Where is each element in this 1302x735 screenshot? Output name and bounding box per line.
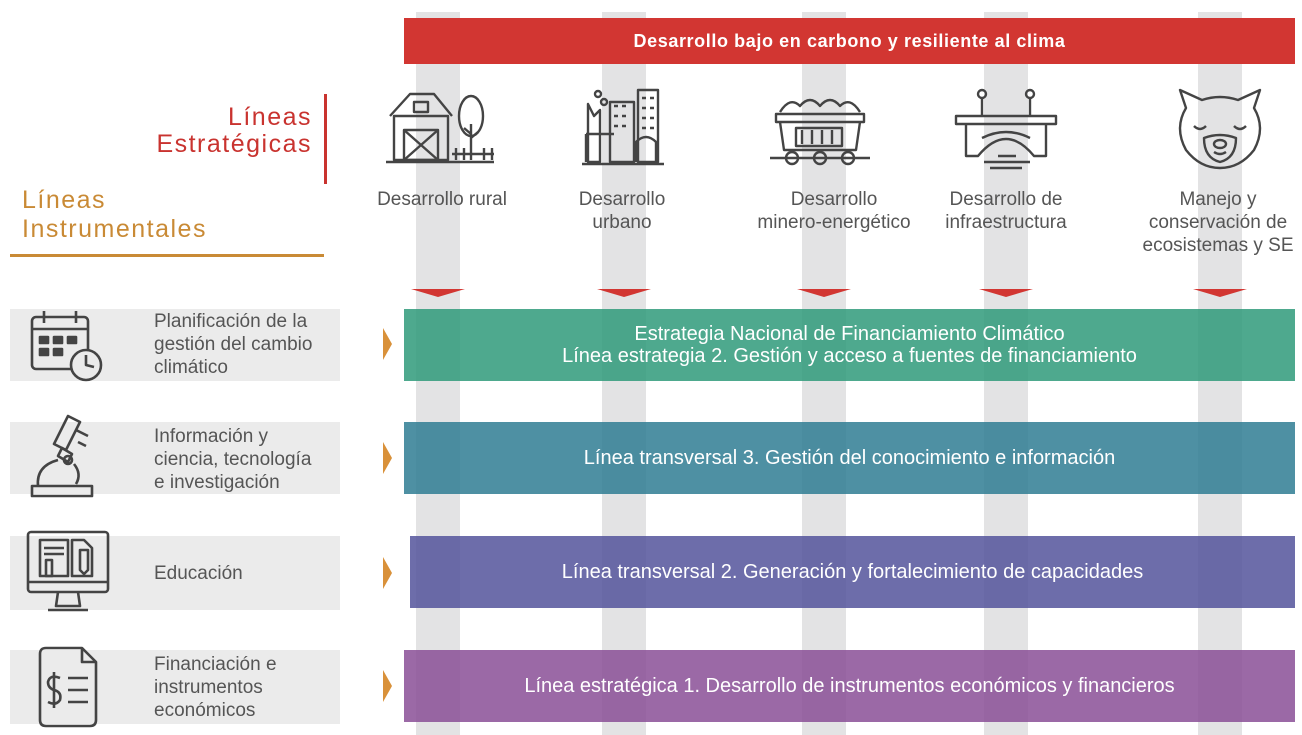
row-label-financiacion-line3: económicos [154,700,256,721]
column-arrow-urbano [597,289,651,297]
row-label-educacion: Educación [154,562,354,585]
calendar-clock-icon [20,305,116,385]
microscope-icon [20,412,116,504]
band-financiamiento-line2: Línea estrategia 2. Gestión y acceso a f… [562,345,1137,367]
bridge-icon [950,86,1062,170]
column-label-infraestructura: Desarrollo de infraestructura [926,188,1086,234]
column-arrow-ecosistemas [1193,289,1247,297]
column-label-rural-line1: Desarrollo rural [377,189,507,210]
band-instrumentos: Línea estratégica 1. Desarrollo de instr… [404,650,1295,722]
row-chevron-informacion [383,442,392,474]
column-label-rural: Desarrollo rural [362,188,522,211]
header-estrategicas-line2: Estratégicas [156,130,312,158]
column-label-infraestructura-line2: infraestructura [945,212,1067,233]
city-buildings-icon [568,86,680,170]
invoice-dollar-icon [20,644,116,730]
header-instrumentales-line2: Instrumentales [22,215,207,243]
header-lineas-estrategicas: Líneas Estratégicas [156,104,312,158]
column-label-minero-line1: Desarrollo [790,189,878,210]
row-label-planificacion-line3: climático [154,357,228,378]
row-label-informacion-line1: Información y [154,426,269,447]
band-financiamiento: Estrategia Nacional de Financiamiento Cl… [404,309,1295,381]
estrategicas-divider [324,94,327,184]
row-label-financiacion: Financiación e instrumentos económicos [154,653,354,722]
row-label-planificacion-line1: Planificación de la [154,311,308,332]
row-chevron-financiacion [383,670,392,702]
column-arrow-rural [411,289,465,297]
band-capacidades: Línea transversal 2. Generación y fortal… [410,536,1295,608]
row-chevron-planificacion [383,328,392,360]
instrumentales-underline [10,254,324,257]
row-bg-financiacion [10,650,340,724]
column-label-minero-line2: minero-energético [757,212,911,233]
column-label-ecosistemas: Manejo y conservación de ecosistemas y S… [1138,188,1298,257]
column-label-urbano-line2: urbano [592,212,652,233]
column-label-urbano-line1: Desarrollo [578,189,666,210]
row-chevron-educacion [383,557,392,589]
row-bg-educacion [10,536,340,610]
row-label-informacion-line3: e investigación [154,472,280,493]
row-label-planificacion-line2: gestión del cambio [154,334,313,355]
column-label-infraestructura-line1: Desarrollo de [949,189,1063,210]
barn-icon [384,86,496,170]
band-financiamiento-line1: Estrategia Nacional de Financiamiento Cl… [634,323,1065,345]
column-label-ecosistemas-line3: ecosistemas y SE [1142,235,1294,256]
column-arrow-minero [797,289,851,297]
column-label-ecosistemas-line1: Manejo y [1179,189,1257,210]
computer-screen-icon [20,526,116,620]
column-label-urbano: Desarrollo urbano [542,188,702,234]
band-capacidades-line1: Línea transversal 2. Generación y fortal… [561,561,1144,583]
header-estrategicas-line1: Líneas [227,103,312,131]
row-label-financiacion-line1: Financiación e [154,654,277,675]
header-instrumentales-line1: Líneas [22,186,107,214]
band-instrumentos-line1: Línea estratégica 1. Desarrollo de instr… [524,675,1175,697]
column-label-ecosistemas-line2: conservación de [1148,212,1288,233]
mine-cart-icon [766,86,878,170]
top-banner: Desarrollo bajo en carbono y resiliente … [404,18,1295,64]
band-conocimiento: Línea transversal 3. Gestión del conocim… [404,422,1295,494]
column-arrow-infraestructura [979,289,1033,297]
row-label-informacion: Información y ciencia, tecnología e inve… [154,425,354,494]
row-label-planificacion: Planificación de la gestión del cambio c… [154,310,354,379]
row-label-informacion-line2: ciencia, tecnología [154,449,312,470]
band-conocimiento-line1: Línea transversal 3. Gestión del conocim… [583,447,1116,469]
bear-face-icon [1164,86,1276,170]
header-lineas-instrumentales: Líneas Instrumentales [22,186,207,244]
row-label-educacion-line1: Educación [154,563,243,584]
row-label-financiacion-line2: instrumentos [154,677,263,698]
column-label-minero: Desarrollo minero-energético [734,188,934,234]
